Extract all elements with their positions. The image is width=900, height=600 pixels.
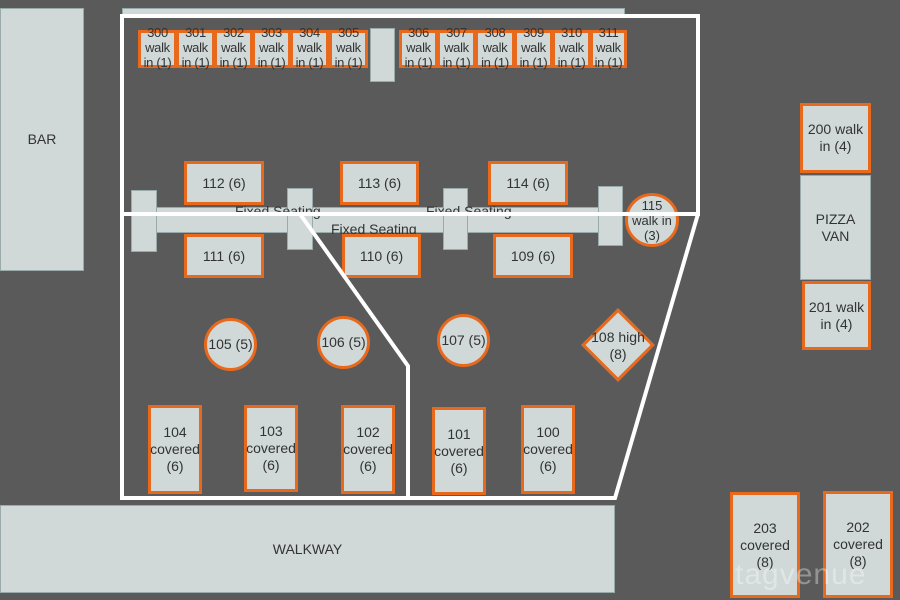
table-115[interactable]: 115 walk in (3)	[625, 193, 679, 247]
table-100[interactable]: 100 covered (6)	[521, 405, 575, 494]
table-308[interactable]: 308 walk in (1)	[475, 25, 515, 70]
table-311[interactable]: 311 walk in (1)	[590, 25, 627, 70]
table-113[interactable]: 113 (6)	[340, 161, 419, 205]
table-203[interactable]: 203 covered (8)	[730, 492, 800, 598]
table-107[interactable]: 107 (5)	[437, 314, 490, 367]
table-112[interactable]: 112 (6)	[184, 161, 264, 205]
table-110[interactable]: 110 (6)	[342, 234, 421, 278]
table-302[interactable]: 302 walk in (1)	[214, 25, 253, 70]
table-304[interactable]: 304 walk in (1)	[290, 25, 329, 70]
table-114[interactable]: 114 (6)	[488, 161, 568, 205]
table-307[interactable]: 307 walk in (1)	[437, 25, 476, 70]
table-201[interactable]: 201 walk in (4)	[802, 281, 871, 350]
bar-area: BAR	[0, 8, 84, 271]
table-303[interactable]: 303 walk in (1)	[252, 25, 291, 70]
table-101[interactable]: 101 covered (6)	[432, 407, 486, 495]
pizza-van: PIZZA VAN	[800, 175, 871, 280]
tagvenue-watermark: tagvenue	[735, 558, 867, 591]
walkway-label: WALKWAY	[272, 540, 343, 557]
top-strip	[122, 8, 625, 18]
fixed-seating-label: Fixed Seating	[426, 203, 512, 219]
pillar	[598, 186, 623, 246]
pillar	[287, 188, 313, 250]
pizza-van-label: PIZZA VAN	[815, 210, 860, 244]
table-306[interactable]: 306 walk in (1)	[399, 25, 438, 70]
table-109[interactable]: 109 (6)	[493, 234, 573, 278]
pillar	[443, 188, 468, 250]
bar-label: BAR	[27, 131, 57, 147]
table-111[interactable]: 111 (6)	[184, 234, 264, 278]
table-305[interactable]: 305 walk in (1)	[329, 25, 368, 70]
table-103[interactable]: 103 covered (6)	[244, 405, 298, 492]
table-310[interactable]: 310 walk in (1)	[552, 25, 591, 70]
table-108-label: 108 high (8)	[591, 329, 645, 362]
table-300[interactable]: 300 walk in (1)	[138, 25, 177, 70]
pillar	[131, 190, 157, 252]
table-105[interactable]: 105 (5)	[204, 318, 257, 371]
table-301[interactable]: 301 walk in (1)	[176, 25, 215, 70]
table-106[interactable]: 106 (5)	[317, 316, 370, 369]
walkway-area: WALKWAY	[0, 505, 615, 593]
table-200[interactable]: 200 walk in (4)	[800, 103, 871, 173]
table-102[interactable]: 102 covered (6)	[341, 405, 395, 494]
fixed-seating-label: Fixed Seating	[235, 203, 321, 219]
table-104[interactable]: 104 covered (6)	[148, 405, 202, 494]
pillar	[370, 28, 395, 82]
table-202[interactable]: 202 covered (8)	[823, 491, 893, 598]
table-309[interactable]: 309 walk in (1)	[514, 25, 553, 70]
